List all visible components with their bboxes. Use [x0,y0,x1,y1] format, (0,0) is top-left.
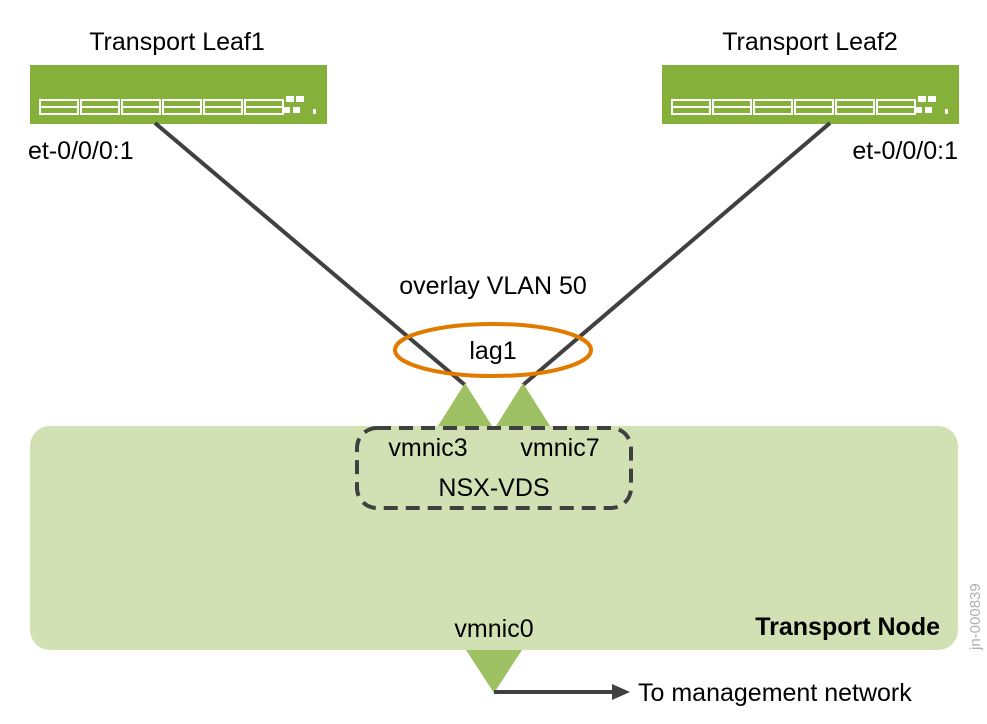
vmnic7-label: vmnic7 [520,434,599,462]
switch-led [296,96,304,102]
switch-led [945,109,948,114]
link-leaf2 [521,121,832,387]
switch-led [293,107,300,113]
switch-led [915,107,922,113]
leaf2-title: Transport Leaf2 [722,28,898,56]
switch-led [283,107,290,113]
leaf2-port-label: et-0/0/0:1 [852,137,958,165]
vmnic7-triangle-icon [496,383,550,426]
switch-body [662,65,959,124]
leaf2-switch-icon [662,65,959,124]
switch-led [286,96,294,102]
switch-led [313,109,316,114]
switch-led [925,107,932,113]
transport-node-label: Transport Node [755,613,940,641]
nsx-vds-label: NSX-VDS [438,474,549,502]
lag-ellipse [393,322,593,378]
leaf1-title: Transport Leaf1 [89,28,265,56]
vmnic3-triangle-icon [438,383,492,426]
nsx-vds-box [355,426,633,510]
lag-label: lag1 [469,337,516,365]
switch-led [918,96,926,102]
leaf1-switch-icon [30,65,327,124]
leaf1-port-label: et-0/0/0:1 [28,137,134,165]
mgmt-label: To management network [638,679,912,707]
vmnic0-triangle-icon [466,650,522,693]
overlay-label: overlay VLAN 50 [399,272,587,300]
transport-node-box [30,426,958,650]
arrow-head-icon [612,684,630,700]
vmnic3-label: vmnic3 [388,434,467,462]
watermark: jn-000839 [967,583,984,651]
switch-body [30,65,327,124]
switch-led [928,96,936,102]
link-leaf1 [153,121,467,387]
vmnic0-label: vmnic0 [454,615,533,643]
